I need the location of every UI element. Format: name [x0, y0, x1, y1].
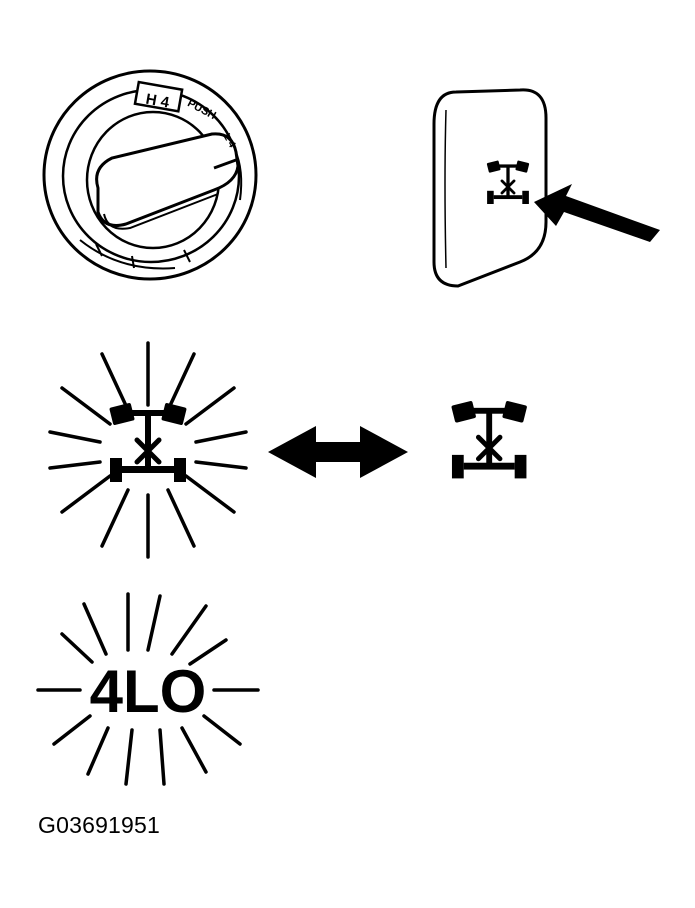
dial-mode-label: H 4	[144, 91, 171, 112]
indicator-4lo-text: 4LO	[90, 658, 207, 725]
double-arrow-icon	[268, 426, 408, 478]
flashing-4wd-indicator	[48, 341, 248, 559]
flashing-4lo-indicator: 4LO	[36, 592, 260, 786]
pointer-arrow-icon	[534, 184, 660, 242]
four-wheel-drive-icon	[451, 401, 527, 479]
figure-id: G03691951	[38, 812, 161, 838]
four-wheel-drive-icon	[109, 403, 187, 482]
transfer-dial-icon	[42, 69, 258, 281]
indicator-panel-icon	[432, 88, 548, 288]
